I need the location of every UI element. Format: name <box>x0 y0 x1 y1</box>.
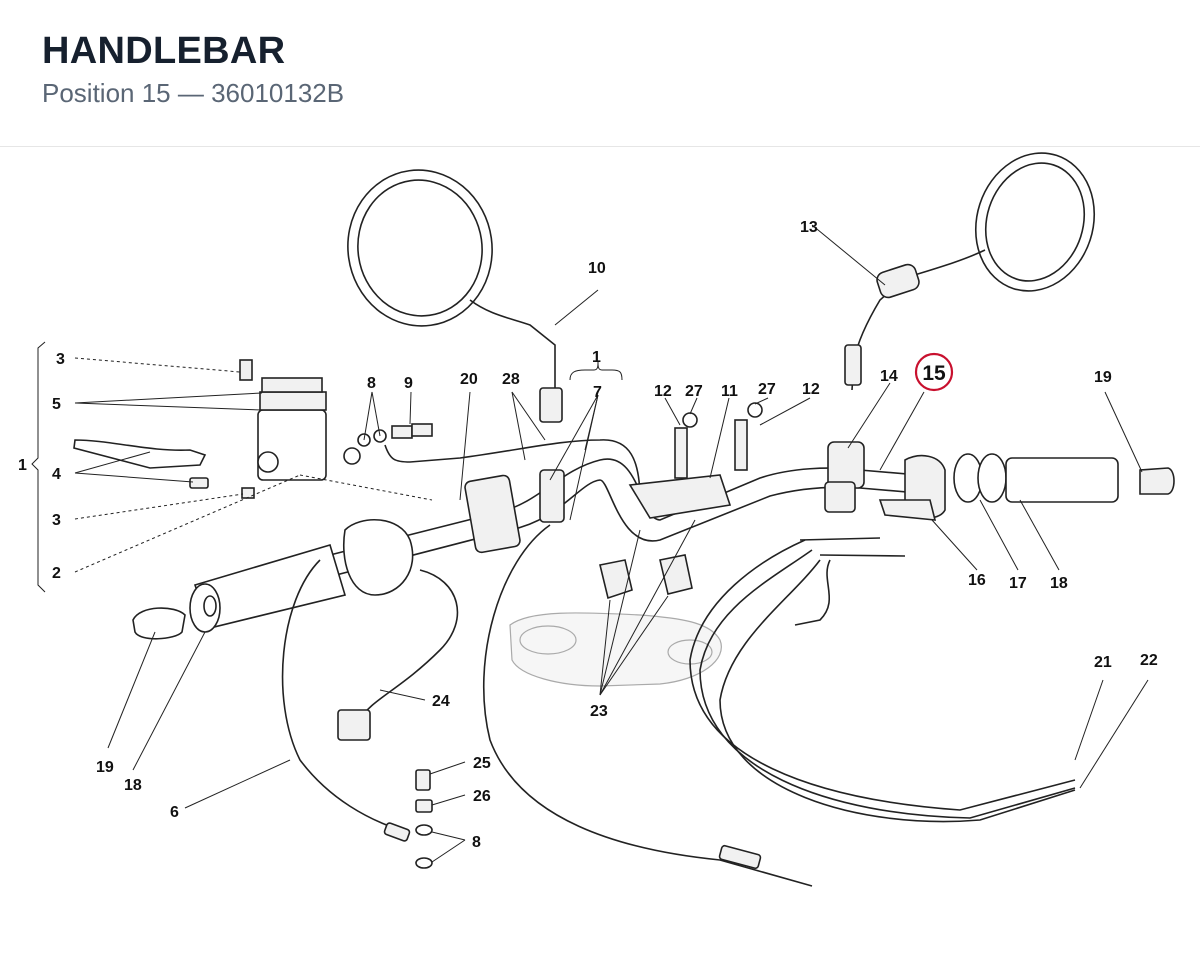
page-subtitle: Position 15 — 36010132B <box>42 78 345 108</box>
callout-labels: 1 1 2 3 3 4 5 6 7 8 8 9 10 11 12 12 13 1… <box>18 219 1158 851</box>
throttle-assembly <box>824 441 1175 521</box>
cables <box>281 524 1076 887</box>
callout-3-top: 3 <box>56 351 65 368</box>
callout-12-a: 12 <box>654 383 672 400</box>
callout-8-top: 8 <box>367 375 376 392</box>
callout-19-left: 19 <box>96 759 114 776</box>
callout-14: 14 <box>880 368 898 385</box>
callout-19-right: 19 <box>1094 369 1112 386</box>
callout-26: 26 <box>473 788 491 805</box>
callout-8-bottom: 8 <box>472 834 481 851</box>
assembly-bracket <box>31 341 46 593</box>
callout-21: 21 <box>1094 654 1112 671</box>
callout-1-left: 1 <box>18 457 27 474</box>
callout-17: 17 <box>1009 575 1027 592</box>
callout-18-right: 18 <box>1050 575 1068 592</box>
callout-10: 10 <box>588 260 606 277</box>
exploded-diagram: 1 1 2 3 3 4 5 6 7 8 8 9 10 11 12 12 13 1… <box>18 152 1175 887</box>
handlebar-clamps <box>599 402 763 600</box>
brake-master-cylinder <box>73 359 641 501</box>
callout-3-bottom: 3 <box>52 512 61 529</box>
left-switch-and-grip <box>132 469 565 640</box>
callout-13: 13 <box>800 219 818 236</box>
leader-lines <box>74 224 1149 863</box>
callout-6: 6 <box>170 804 179 821</box>
callout-24: 24 <box>432 693 450 710</box>
callout-22: 22 <box>1140 652 1158 669</box>
callout-25: 25 <box>473 755 491 772</box>
callout-18-left: 18 <box>124 777 142 794</box>
left-mirror <box>347 169 563 423</box>
callout-23: 23 <box>590 703 608 720</box>
highlight-label[interactable]: 15 <box>922 362 946 385</box>
callout-16: 16 <box>968 572 986 589</box>
callout-9: 9 <box>404 375 413 392</box>
callout-4: 4 <box>52 466 61 483</box>
callout-5: 5 <box>52 396 61 413</box>
callout-27-a: 27 <box>685 383 703 400</box>
header: HANDLEBAR Position 15 — 36010132B <box>0 0 1200 147</box>
highlight-ring[interactable] <box>914 352 954 392</box>
page-title: HANDLEBAR <box>42 30 286 72</box>
banjo-fittings <box>415 769 433 869</box>
right-mirror <box>844 152 1096 391</box>
callout-27-b: 27 <box>758 381 776 398</box>
callout-20: 20 <box>460 371 478 388</box>
callout-12-b: 12 <box>802 381 820 398</box>
callout-28: 28 <box>502 371 520 388</box>
assembly-brace-top <box>569 361 623 381</box>
highlighted-callout[interactable]: 15 <box>914 352 954 392</box>
callout-7: 7 <box>593 384 602 401</box>
callout-2: 2 <box>52 565 61 582</box>
callout-11: 11 <box>721 383 738 400</box>
triple-clamp-ghost <box>509 612 722 687</box>
callout-1-top: 1 <box>592 349 601 366</box>
